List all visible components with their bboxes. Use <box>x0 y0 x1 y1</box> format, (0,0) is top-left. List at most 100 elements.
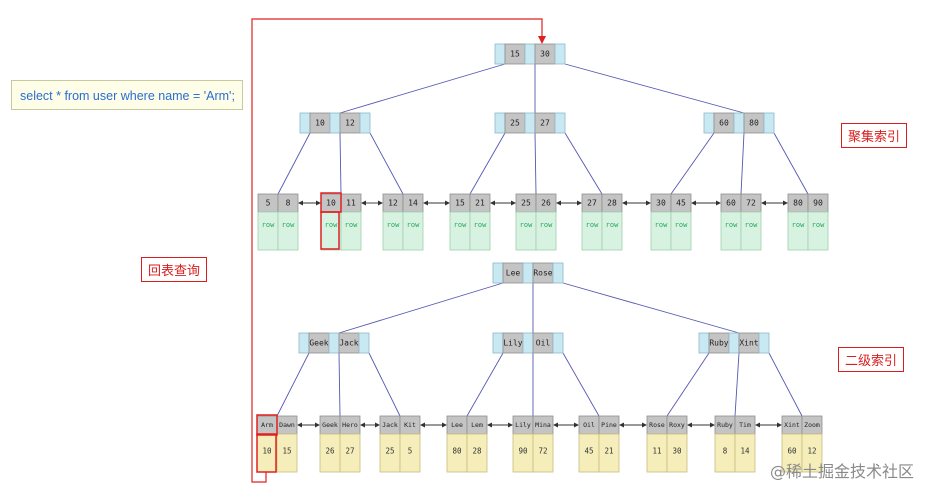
secondary-leaf-pk-cell <box>532 433 554 473</box>
clustered-leaf-row-cell <box>650 211 672 251</box>
secondary-leaf-key: Pine <box>601 421 617 429</box>
clustered-leaf-row-label: row <box>282 221 295 229</box>
clustered-internal-pointer <box>494 112 506 134</box>
edge <box>740 132 745 195</box>
leaf-link-head <box>316 200 321 206</box>
table-lookup-label: 回表查询 <box>141 257 208 282</box>
clustered-internal-pointer <box>763 112 775 134</box>
secondary-internal-pointer <box>698 332 710 354</box>
clustered-root-pointer <box>554 43 566 65</box>
edge <box>277 132 311 195</box>
secondary-leaf-key: Kit <box>404 421 416 429</box>
edge <box>276 352 310 417</box>
leaf-link-head <box>442 422 447 428</box>
edge <box>734 352 740 417</box>
secondary-leaf-key: Oil <box>583 421 595 429</box>
secondary-internal-key: Lily <box>503 339 522 348</box>
clustered-leaf-row-label: row <box>407 221 420 229</box>
leaf-link-head <box>361 200 366 206</box>
leaf-link-head <box>298 200 303 206</box>
secondary-root-pointer <box>522 262 534 284</box>
leaf-link-head <box>687 422 692 428</box>
clustered-leaf-row-cell <box>402 211 424 251</box>
secondary-leaf-pk: 21 <box>604 447 613 456</box>
leaf-link-head <box>574 422 579 428</box>
leaf-link-head <box>577 200 582 206</box>
leaf-link-head <box>710 422 715 428</box>
clustered-internal-key: 60 <box>719 119 729 128</box>
clustered-leaf-key: 12 <box>388 199 398 208</box>
clustered-leaf-key: 25 <box>521 199 531 208</box>
secondary-leaf-key: Roxy <box>669 421 685 429</box>
clustered-internal-key: 12 <box>345 119 355 128</box>
secondary-leaf-pk: 27 <box>345 447 354 456</box>
secondary-leaf-pk-cell <box>339 433 361 473</box>
clustered-leaf-row-cell <box>740 211 762 251</box>
clustered-leaf-row-cell <box>320 211 342 251</box>
clustered-internal-pointer <box>359 112 371 134</box>
clustered-leaf-key: 14 <box>408 199 418 208</box>
secondary-root-pointer <box>492 262 504 284</box>
secondary-leaf-pk: 28 <box>472 447 482 456</box>
edge <box>534 132 537 195</box>
clustered-leaf-key: 45 <box>676 199 686 208</box>
secondary-leaf-key: Ruby <box>717 421 733 429</box>
leaf-link-head <box>511 200 516 206</box>
secondary-root-pointer <box>552 262 564 284</box>
sql-query-box: select * from user where name = 'Arm'; <box>11 80 243 110</box>
clustered-root-key: 15 <box>510 50 520 59</box>
clustered-leaf-key: 90 <box>813 199 823 208</box>
secondary-root-key: Rose <box>533 269 552 278</box>
secondary-leaf-pk-cell <box>598 433 620 473</box>
secondary-leaf-pk: 72 <box>538 447 547 456</box>
clustered-leaf-key: 21 <box>475 199 485 208</box>
clustered-leaf-row-cell <box>340 211 362 251</box>
secondary-leaf-pk-cell <box>801 433 823 473</box>
secondary-internal-key: Oil <box>536 339 551 348</box>
leaf-link-head <box>761 200 766 206</box>
edge <box>339 63 506 114</box>
secondary-leaf-pk: 25 <box>385 447 394 456</box>
clustered-leaf-row-label: row <box>606 221 619 229</box>
clustered-internal-pointer <box>554 112 566 134</box>
edge <box>339 132 342 195</box>
secondary-internal-pointer <box>492 332 504 354</box>
secondary-leaf-key: Lily <box>515 421 531 429</box>
clustered-leaf-key: 27 <box>587 199 597 208</box>
clustered-leaf-key: 11 <box>346 199 356 208</box>
clustered-internal-pointer <box>299 112 311 134</box>
edge <box>338 352 341 417</box>
clustered-leaf-key: 5 <box>266 199 271 208</box>
clustered-leaf-row-label: row <box>387 221 400 229</box>
clustered-internal-pointer <box>524 112 536 134</box>
highlight-key-arm <box>256 414 278 436</box>
leaf-link-head <box>420 422 425 428</box>
watermark: @稀土掘金技术社区 <box>770 462 915 481</box>
secondary-root-key: Lee <box>506 269 521 278</box>
lookup-path-arrowhead <box>538 36 546 44</box>
edge <box>666 352 710 417</box>
clustered-internal-key: 25 <box>510 119 520 128</box>
lookup-path <box>251 18 543 483</box>
clustered-leaf-row-label: row <box>345 221 358 229</box>
clustered-leaf-row-cell <box>449 211 471 251</box>
clustered-leaf-key: 60 <box>726 199 736 208</box>
edge <box>338 282 504 334</box>
clustered-leaf-row-label: row <box>655 221 668 229</box>
leaf-link-head <box>445 200 450 206</box>
secondary-internal-key: Ruby <box>709 339 728 348</box>
secondary-leaf-pk: 10 <box>262 447 272 456</box>
clustered-leaf-row-label: row <box>812 221 825 229</box>
clustered-root-pointer <box>494 43 506 65</box>
secondary-leaf-pk: 90 <box>518 447 528 456</box>
clustered-root-key: 30 <box>540 50 550 59</box>
secondary-leaf-key: Lee <box>451 421 463 429</box>
leaf-link-head <box>360 422 365 428</box>
clustered-leaf-key: 72 <box>746 199 756 208</box>
secondary-leaf-pk: 14 <box>740 447 750 456</box>
leaf-link-head <box>783 200 788 206</box>
edge <box>466 352 504 417</box>
clustered-leaf-row-cell <box>601 211 623 251</box>
highlight-row-10 <box>320 211 340 250</box>
